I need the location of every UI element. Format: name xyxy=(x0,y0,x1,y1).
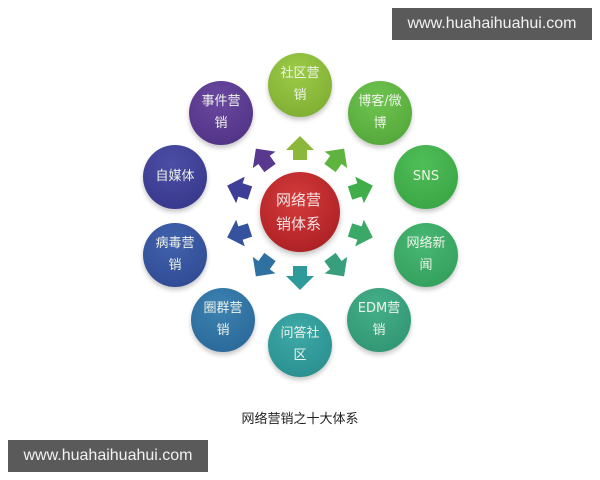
node-label: 病毒营销 xyxy=(155,236,195,273)
node-event-marketing: 事件营销 xyxy=(189,81,253,145)
watermark-top: www.huahaihuahui.com xyxy=(392,8,592,40)
hub-node: 网络营销体系 xyxy=(260,172,340,252)
hub-label: 网络营销体系 xyxy=(276,191,322,233)
arrow-right-down-icon xyxy=(345,216,378,251)
node-label: SNS xyxy=(412,169,440,184)
arrow-left-down-icon xyxy=(222,216,255,251)
node-sns: SNS xyxy=(394,145,458,209)
node-community-marketing: 社区营销 xyxy=(268,53,332,117)
node-viral-marketing: 病毒营销 xyxy=(143,223,207,287)
node-label: 自媒体 xyxy=(155,169,195,184)
node-label: 圈群营销 xyxy=(203,301,243,338)
node-label: EDM营销 xyxy=(357,301,401,338)
node-label: 事件营销 xyxy=(201,94,241,131)
node-edm-marketing: EDM营销 xyxy=(347,288,411,352)
node-label: 社区营销 xyxy=(280,66,320,103)
arrow-right-up-icon xyxy=(345,172,378,207)
node-qa-community: 问答社区 xyxy=(268,313,332,377)
arrow-up-right-icon xyxy=(318,140,356,177)
node-blog-weibo: 博客/微博 xyxy=(348,81,412,145)
arrow-up-icon xyxy=(286,136,314,160)
node-label: 问答社区 xyxy=(280,326,320,363)
node-label: 博客/微博 xyxy=(358,94,402,131)
node-group-marketing: 圈群营销 xyxy=(191,288,255,352)
arrow-down-icon xyxy=(286,266,314,290)
node-label: 网络新闻 xyxy=(406,236,446,273)
node-online-news: 网络新闻 xyxy=(394,223,458,287)
diagram-caption: 网络营销之十大体系 xyxy=(241,412,359,427)
node-self-media: 自媒体 xyxy=(143,145,207,209)
arrow-left-up-icon xyxy=(222,172,255,207)
arrow-down-left-icon xyxy=(244,248,282,285)
arrow-down-right-icon xyxy=(318,248,356,285)
arrow-up-left-icon xyxy=(244,140,282,177)
watermark-bottom: www.huahaihuahui.com xyxy=(8,440,208,472)
